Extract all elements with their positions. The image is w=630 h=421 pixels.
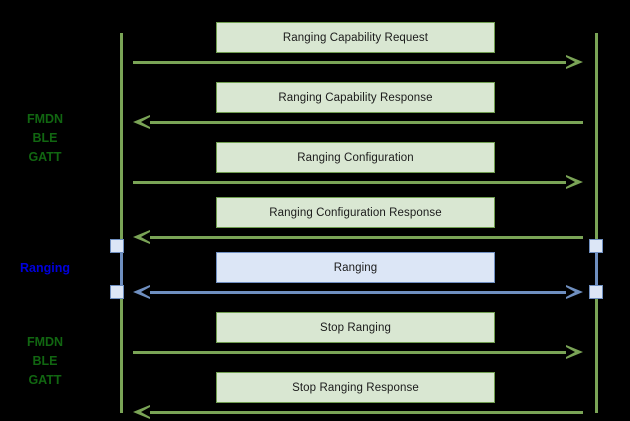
lifeline-right-active — [595, 246, 598, 292]
message-box-ranging-capability-response[interactable]: Ranging Capability Response — [216, 82, 495, 113]
phase-label-ranging: Ranging — [0, 259, 90, 278]
lifeline-right-lower — [595, 292, 598, 413]
message-label: Ranging Configuration — [297, 151, 414, 164]
message-box-ranging-configuration[interactable]: Ranging Configuration — [216, 142, 495, 173]
arrowhead-right-2 — [566, 175, 583, 189]
message-box-ranging[interactable]: Ranging — [216, 252, 495, 283]
arrowhead-notch — [141, 287, 150, 297]
message-box-ranging-capability-request[interactable]: Ranging Capability Request — [216, 22, 495, 53]
message-arrow-line-0 — [133, 61, 566, 64]
arrowhead-right-5 — [566, 345, 583, 359]
phase-label-line: GATT — [28, 373, 62, 387]
message-label: Stop Ranging — [320, 321, 391, 334]
message-label: Ranging — [333, 261, 378, 274]
arrowhead-notch — [566, 287, 575, 297]
arrowhead-left-3 — [133, 230, 150, 244]
arrowhead-left-1 — [133, 115, 150, 129]
phase-label-fmdn-top: FMDN BLE GATT — [0, 110, 90, 167]
message-label: Ranging Configuration Response — [269, 206, 442, 219]
message-arrow-line-3 — [150, 236, 583, 239]
arrowhead-left-6 — [133, 405, 150, 419]
phase-label-line: BLE — [32, 131, 58, 145]
arrowhead-notch — [141, 232, 150, 242]
message-box-ranging-configuration-response[interactable]: Ranging Configuration Response — [216, 197, 495, 228]
arrowhead-notch — [141, 407, 150, 417]
arrowhead-left-4 — [133, 285, 150, 299]
arrowhead-notch — [566, 177, 575, 187]
activation-box-left-end — [110, 285, 124, 299]
phase-label-line: FMDN — [26, 112, 64, 126]
phase-label-line: BLE — [32, 354, 58, 368]
arrowhead-right-0 — [566, 55, 583, 69]
message-arrow-line-6 — [150, 411, 583, 414]
lifeline-left-active — [120, 246, 123, 292]
message-arrow-line-2 — [133, 181, 566, 184]
message-box-stop-ranging-response[interactable]: Stop Ranging Response — [216, 372, 495, 403]
message-label: Ranging Capability Response — [278, 91, 433, 104]
arrowhead-notch — [566, 57, 575, 67]
activation-box-left-start — [110, 239, 124, 253]
message-box-stop-ranging[interactable]: Stop Ranging — [216, 312, 495, 343]
arrowhead-right-4 — [566, 285, 583, 299]
message-label: Ranging Capability Request — [282, 31, 429, 44]
activation-box-right-end — [589, 285, 603, 299]
phase-label-line: GATT — [28, 150, 62, 164]
phase-label-line: Ranging — [20, 261, 70, 275]
message-arrow-line-1 — [150, 121, 583, 124]
activation-box-right-start — [589, 239, 603, 253]
phase-label-line: FMDN — [26, 335, 64, 349]
lifeline-right-upper — [595, 33, 598, 246]
message-arrow-line-4 — [150, 291, 566, 294]
lifeline-left-upper — [120, 33, 123, 246]
arrowhead-notch — [141, 117, 150, 127]
message-label: Stop Ranging Response — [292, 381, 419, 394]
phase-label-fmdn-bottom: FMDN BLE GATT — [0, 333, 90, 390]
lifeline-left-lower — [120, 292, 123, 413]
arrowhead-notch — [566, 347, 575, 357]
message-arrow-line-5 — [133, 351, 566, 354]
